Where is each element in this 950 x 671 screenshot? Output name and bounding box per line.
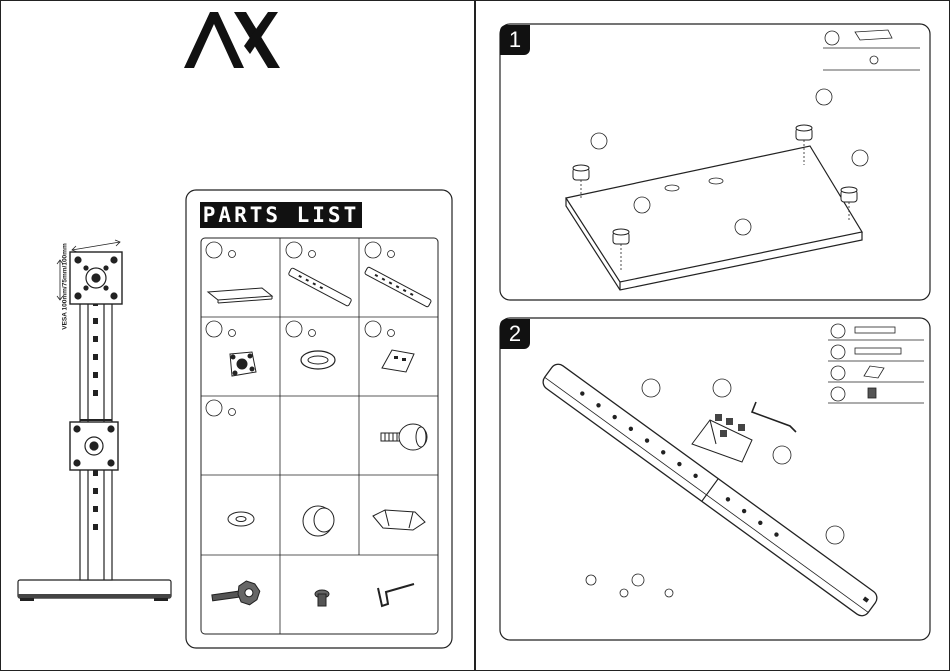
step-2-panel: [500, 318, 930, 640]
step-1-badge: 1: [500, 25, 530, 55]
parts-list-panel: [186, 190, 452, 648]
right-page-border: [476, 1, 950, 671]
step-2-badge: 2: [500, 319, 530, 349]
parts-list-title: PARTS LIST: [200, 202, 362, 228]
monitor-stand-illustration: [18, 240, 171, 601]
step-1-panel: [500, 24, 930, 300]
left-page-border: [1, 1, 475, 671]
vesa-size-label: VESA 100mm/75mm/100mm: [62, 243, 69, 329]
brand-logo: [184, 10, 280, 70]
